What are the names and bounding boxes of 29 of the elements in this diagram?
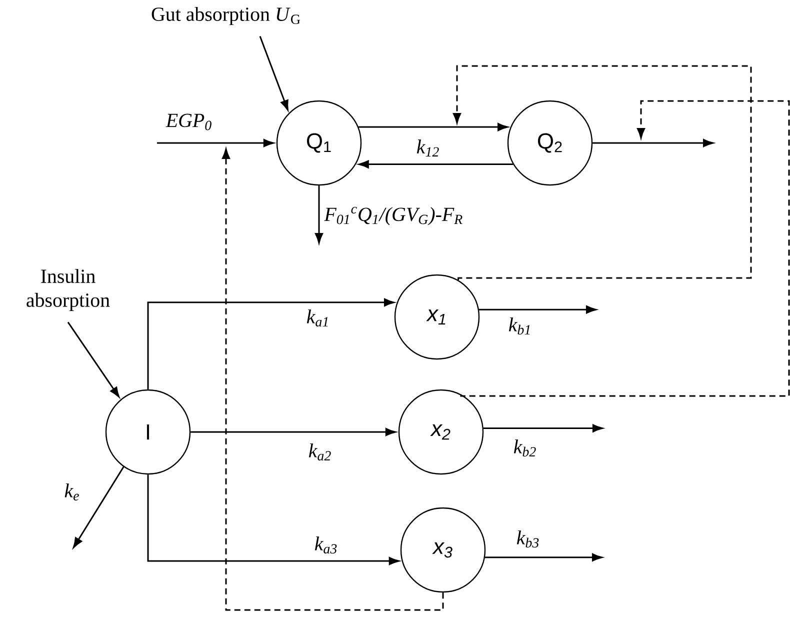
arrow (484, 553, 602, 562)
arrow (147, 474, 400, 565)
edge-label: k$_{b2}$ (512, 438, 538, 458)
feedback-arrow (460, 100, 790, 397)
arrow (157, 139, 274, 147)
edge-label: k$_{b3}$ (515, 529, 541, 549)
arrow (358, 160, 514, 168)
arrow (190, 428, 396, 436)
arrow (315, 186, 323, 244)
edge-label: k$_{b1}$ (507, 316, 533, 336)
arrow (483, 424, 603, 432)
input-label: Gut absorption U$_{G}$ (152, 6, 300, 26)
edge-label: k$_{a1}$ (305, 308, 331, 328)
input-label: Insulin absorption (26, 269, 110, 311)
edge-label: k$_{e}$ (63, 482, 81, 502)
arrow (358, 123, 508, 132)
arrow (592, 139, 714, 147)
feedback-arrow (222, 148, 444, 611)
arrow (73, 466, 124, 548)
arrow (259, 36, 288, 110)
feedback-arrow (453, 65, 752, 281)
edge-label: k$_{a2}$ (307, 442, 333, 462)
arrow (478, 306, 596, 314)
edge-label: EGP$_{0}$ (164, 112, 214, 132)
edge-label: k$_{12}$ (415, 138, 441, 158)
edge-label: k$_{a3}$ (313, 535, 339, 555)
arrow (147, 298, 394, 390)
edge-label: F$_{01}$$^{c}$Q$_{1}$/(GV$_{G}$)-F$_{R}$ (323, 206, 464, 226)
arrow (67, 322, 120, 398)
